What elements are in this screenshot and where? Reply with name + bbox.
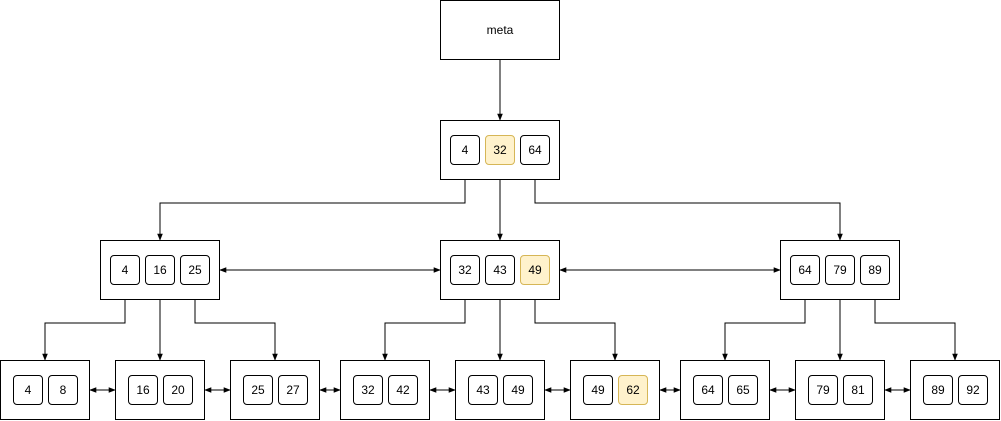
key-cell: 65 bbox=[728, 375, 758, 405]
key-cell: 8 bbox=[48, 375, 78, 405]
root-to-internal-arrow bbox=[534, 166, 843, 241]
key-cell: 62 bbox=[618, 375, 648, 405]
internal-to-leaf-arrow bbox=[42, 286, 126, 361]
key-cell: 49 bbox=[583, 375, 613, 405]
internal-to-leaf-arrow bbox=[722, 286, 806, 361]
key-cell: 20 bbox=[163, 375, 193, 405]
key-cell: 81 bbox=[843, 375, 873, 405]
key-cell: 64 bbox=[790, 255, 820, 285]
root-to-internal-arrow bbox=[157, 166, 466, 241]
key-cell: 64 bbox=[693, 375, 723, 405]
key-cell: 49 bbox=[503, 375, 533, 405]
internal-to-leaf-arrow bbox=[382, 286, 466, 361]
key-cell: 43 bbox=[468, 375, 498, 405]
key-cell: 32 bbox=[353, 375, 383, 405]
internal-to-leaf-arrow bbox=[874, 286, 958, 361]
key-cell: 79 bbox=[825, 255, 855, 285]
key-cell: 16 bbox=[145, 255, 175, 285]
key-cell: 32 bbox=[450, 255, 480, 285]
meta-label: meta bbox=[486, 23, 514, 37]
key-cell: 32 bbox=[485, 135, 515, 165]
internal-to-leaf-arrow bbox=[534, 286, 618, 361]
key-cell: 42 bbox=[388, 375, 418, 405]
key-cell: 89 bbox=[860, 255, 890, 285]
key-cell: 92 bbox=[958, 375, 988, 405]
key-cell: 4 bbox=[110, 255, 140, 285]
key-cell: 25 bbox=[180, 255, 210, 285]
meta-node: meta bbox=[440, 0, 560, 60]
key-cell: 4 bbox=[450, 135, 480, 165]
key-cell: 25 bbox=[243, 375, 273, 405]
internal-to-leaf-arrow bbox=[194, 286, 278, 361]
key-cell: 27 bbox=[278, 375, 308, 405]
key-cell: 4 bbox=[13, 375, 43, 405]
key-cell: 64 bbox=[520, 135, 550, 165]
key-cell: 43 bbox=[485, 255, 515, 285]
key-cell: 79 bbox=[808, 375, 838, 405]
key-cell: 49 bbox=[520, 255, 550, 285]
key-cell: 16 bbox=[128, 375, 158, 405]
key-cell: 89 bbox=[923, 375, 953, 405]
